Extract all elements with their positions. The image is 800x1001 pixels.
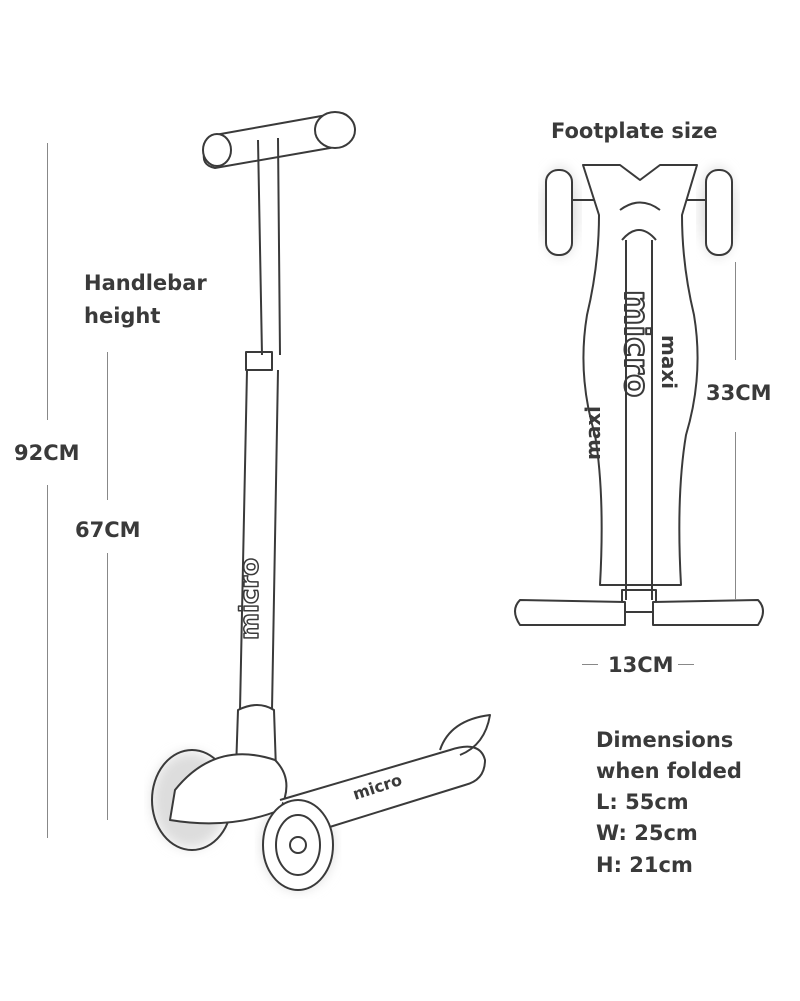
folded-length: L: 55cm	[596, 790, 689, 814]
svg-text:maxi: maxi	[657, 335, 681, 389]
footplate-length-label: 33CM	[706, 381, 772, 405]
folded-width: W: 25cm	[596, 821, 698, 845]
footplate-width-line-right	[678, 664, 694, 665]
footplate-width-line-left	[582, 664, 598, 665]
svg-text:maxi: maxi	[581, 406, 605, 460]
side-view-scooter: micro micro	[151, 111, 491, 891]
max-height-line-top	[47, 143, 48, 420]
footplate-length-line-bottom	[735, 432, 736, 600]
min-height-label: 67CM	[75, 518, 141, 542]
handlebar-label-line1: Handlebar	[84, 271, 207, 295]
footplate-width-label: 13CM	[608, 653, 674, 677]
footplate-title: Footplate size	[551, 119, 718, 143]
folded-title-line2: when folded	[596, 759, 742, 783]
folded-title-line1: Dimensions	[596, 728, 734, 752]
top-view-footplate: maxi maxi micro	[514, 164, 764, 626]
max-height-label: 92CM	[14, 441, 80, 465]
svg-text:micro: micro	[235, 558, 265, 640]
svg-text:micro: micro	[616, 290, 656, 397]
folded-height: H: 21cm	[596, 853, 693, 877]
footplate-length-line-top	[735, 262, 736, 360]
handlebar-label-line2: height	[84, 304, 161, 328]
max-height-line-bottom	[47, 485, 48, 838]
min-height-line-bottom	[107, 553, 108, 820]
min-height-line-top	[107, 352, 108, 500]
